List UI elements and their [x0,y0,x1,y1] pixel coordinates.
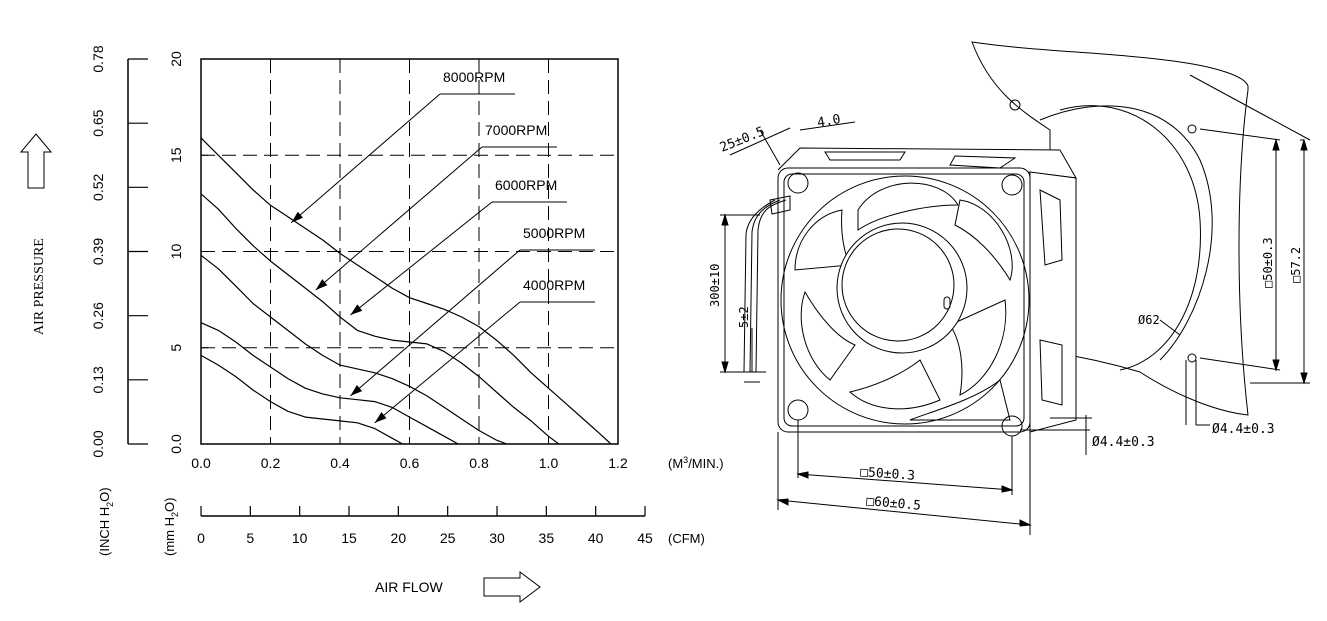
cfm-tick-label: 30 [489,530,505,546]
cfm-tick-label: 10 [292,530,308,546]
rpm-label: 5000RPM [523,225,585,241]
series-lines [200,137,612,445]
guard-ring-outer [1059,105,1201,371]
cfm-tick-label: 40 [588,530,604,546]
inch-tick-label: 0.13 [90,366,106,393]
y-tick-label: 5 [168,344,184,352]
rpm-leader-arrowhead [374,412,387,423]
inch-tick-label: 0.52 [90,173,106,200]
cfm-tick-label: 5 [246,530,254,546]
series-line-8000rpm [200,137,612,445]
inch-tick-label: 0.00 [90,430,106,457]
rpm-annotations: 8000RPM 7000RPM 6000RPM 5000RPM 4000RPM [291,69,595,424]
guard-hole-top-left [1009,99,1021,111]
x-tick-label: 0.0 [191,455,211,471]
x-unit-m3-min: (M3/MIN.) [668,455,724,471]
fan-venturi-ring [780,175,1030,425]
x-tick-label: 0.6 [400,455,420,471]
inch-unit-label: (INCH H2O) [97,487,115,556]
x-tick-label: 0.2 [261,455,281,471]
x-tick-label: 1.0 [539,455,559,471]
chart-grid [201,59,618,444]
mount-hole-tr [1001,174,1023,196]
cfm-tick-label: 15 [341,530,357,546]
y-tick-label: 15 [168,147,184,163]
rpm-leader-line [350,201,493,316]
fan-blades [794,182,1013,421]
fan-side-slot-2 [1039,339,1063,406]
hub-label-mark [943,296,951,310]
x-tick-label: 0.4 [330,455,350,471]
cfm-tick-label: 20 [391,530,407,546]
y-ticks-mmh2o: 0.0 5 10 15 20 [168,51,208,454]
cfm-unit-label: (CFM) [668,531,705,546]
rpm-leader-line [350,249,521,397]
dim-flange: 4.0 [816,112,842,131]
inch-tick-label: 0.78 [90,45,106,72]
series-line-6000rpm [200,254,508,445]
dim-lead-length: 300±10 [708,264,722,307]
y-tick-label: 20 [168,51,184,67]
y-axis-title: AIR PRESSURE [32,238,47,335]
rpm-leader-arrowhead [315,279,328,290]
dim-hole-spacing-side: □50±0.3 [1261,237,1275,288]
series-line-5000rpm [200,322,459,445]
cfm-tick-label: 0 [197,530,205,546]
rpm-leader-arrowhead [350,385,363,396]
y-tick-label: 10 [168,244,184,260]
rpm-leader-line [291,93,441,224]
cfm-tick-label: 35 [539,530,555,546]
rpm-label: 7000RPM [485,122,547,138]
inch-tick-label: 0.39 [90,238,106,265]
mount-hole-tl [787,172,809,194]
inch-tick-label: 0.65 [90,109,106,136]
dim-outer-side: □57.2 [1289,247,1303,283]
inch-axis-ticks: 0.00 0.13 0.26 0.39 0.52 0.65 0.78 [90,45,148,458]
dim-hole-fan: Ø4.4±0.3 [1092,435,1155,450]
rpm-label: 6000RPM [495,177,557,193]
fan-mechanical-drawing [720,41,1311,535]
rpm-leader-line [374,301,521,424]
fan-front-inner-frame [783,173,1025,427]
x-ticks: 0.0 0.2 0.4 0.6 0.8 1.0 1.2 [191,455,628,471]
right-arrow-icon [483,571,541,603]
cfm-tick-label: 45 [637,530,653,546]
dim-depth: 25±0.5 [718,124,767,156]
dim-hole-spacing-front: □50±0.3 [860,465,916,484]
inch-tick-label: 0.26 [90,302,106,329]
rpm-label: 4000RPM [523,277,585,293]
up-arrow-icon [19,133,53,189]
rpm-leader-line [315,146,483,291]
fan-frame-side-depth [1029,171,1077,433]
cfm-axis-ticks: 0 5 10 15 20 25 30 35 40 45 [197,506,653,546]
lead-exit [769,195,791,215]
guard-hole-bottom-right [1187,353,1197,363]
series-line-7000rpm [200,193,560,445]
series-line-4000rpm [200,354,403,445]
mmh2o-unit-label: (mm H2O) [162,498,180,556]
x-axis-title: AIR FLOW [375,579,443,595]
x-tick-label: 0.8 [469,455,489,471]
guard-hole-top-right [1187,124,1197,134]
rpm-label: 8000RPM [443,69,505,85]
dim-outer-front: □60±0.5 [866,494,922,514]
rpm-leader-arrowhead [350,304,363,315]
y-tick-label: 0.0 [168,434,184,454]
fan-hub-inner [841,228,955,342]
x-tick-label: 1.2 [608,455,628,471]
dim-lead-strip: 5±2 [737,306,751,328]
dim-guard-diameter: Ø62 [1138,313,1160,327]
rpm-leader-arrowhead [291,211,303,223]
fan-side-slot [1039,189,1063,266]
cfm-tick-label: 25 [440,530,456,546]
dim-hole-guard: Ø4.4±0.3 [1212,422,1275,437]
